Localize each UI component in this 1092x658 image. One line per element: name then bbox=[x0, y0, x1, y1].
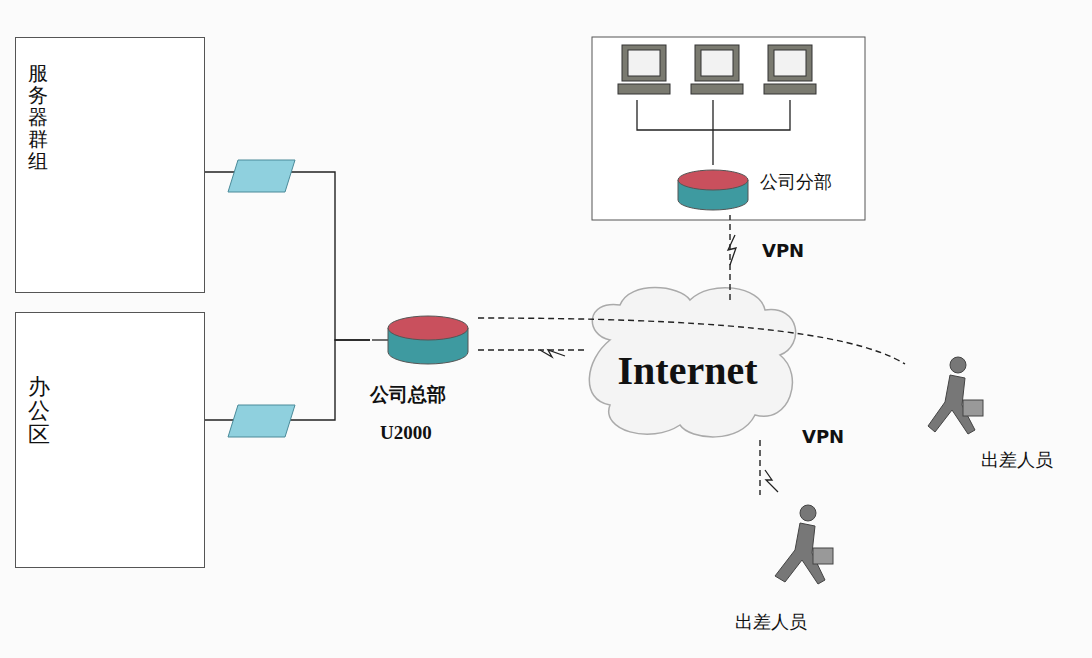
node-text: 服务器群组 bbox=[28, 62, 48, 172]
server-wires bbox=[125, 100, 790, 490]
node-text: 办公区 bbox=[28, 375, 50, 448]
node-text: Internet bbox=[618, 347, 758, 394]
traveler: 出差人员 bbox=[730, 495, 855, 640]
branch-frame bbox=[592, 37, 865, 220]
node-text: 公司分部 bbox=[760, 170, 832, 194]
group-box: 办公区 bbox=[15, 312, 205, 568]
node-text: U2000 bbox=[380, 422, 432, 444]
router-node: 公司分部 bbox=[672, 160, 857, 215]
branch-pcs bbox=[618, 45, 816, 94]
connector bbox=[759, 440, 760, 495]
traveler: 出差人员 bbox=[905, 350, 1070, 480]
group-box: 服务器群组 bbox=[15, 37, 205, 293]
internet-cloud: Internet bbox=[585, 300, 790, 440]
travelers bbox=[775, 357, 983, 584]
connector bbox=[205, 172, 370, 340]
edge-label: VPN bbox=[800, 426, 846, 447]
router bbox=[388, 170, 748, 364]
connector bbox=[729, 215, 730, 300]
lightning bbox=[540, 235, 778, 492]
node-text: 出差人员 bbox=[735, 610, 807, 634]
cloud bbox=[589, 288, 795, 437]
edge-label: VPN bbox=[760, 240, 806, 261]
node-text: 公司总部 bbox=[370, 382, 446, 408]
switch bbox=[228, 160, 295, 437]
node-text: 出差人员 bbox=[981, 448, 1053, 472]
connector bbox=[478, 349, 585, 350]
router-node: 公司总部 U2000 bbox=[370, 310, 478, 460]
